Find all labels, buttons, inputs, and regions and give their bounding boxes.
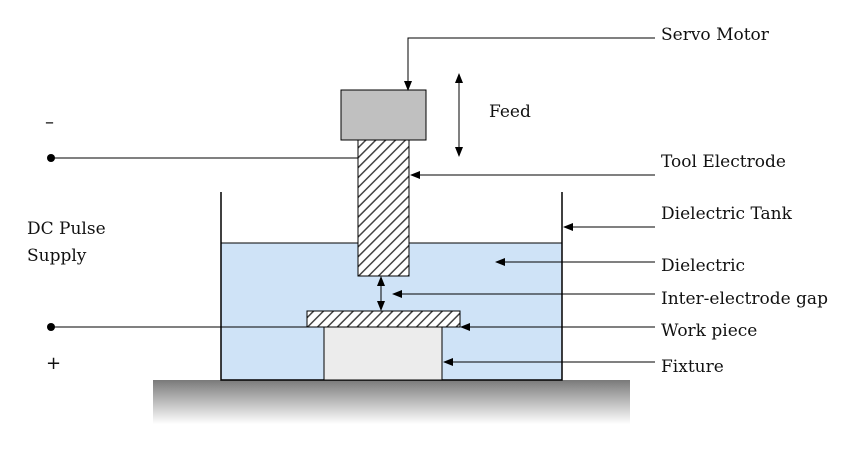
- label-supply-line1: DC Pulse: [27, 219, 106, 239]
- plus-sign: +: [46, 353, 62, 374]
- label-inter-electrode-gap: Inter-electrode gap: [661, 289, 828, 309]
- label-supply-line2: Supply: [27, 246, 87, 266]
- servo-motor: [340, 89, 427, 141]
- minus-sign: –: [45, 112, 54, 133]
- label-dielectric: Dielectric: [661, 256, 746, 276]
- servo-motor-leader: [404, 37, 655, 91]
- label-tool-electrode: Tool Electrode: [661, 152, 786, 172]
- label-work-piece: Work piece: [661, 321, 758, 341]
- tool-electrode: [357, 139, 410, 277]
- label-dielectric-tank: Dielectric Tank: [661, 204, 792, 224]
- label-feed: Feed: [489, 102, 531, 122]
- label-servo-motor: Servo Motor: [661, 25, 769, 45]
- fixture: [323, 326, 443, 381]
- base-plate: [153, 380, 630, 424]
- work-piece: [306, 310, 461, 328]
- label-fixture: Fixture: [661, 357, 724, 377]
